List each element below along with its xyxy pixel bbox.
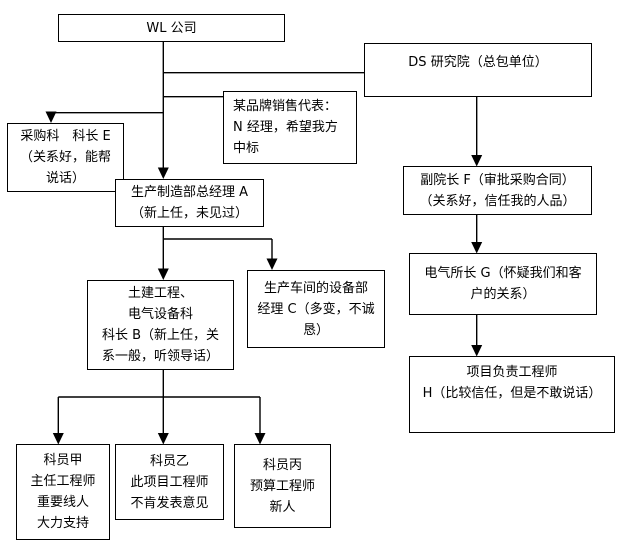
node-staff-jia-line: 大力支持 bbox=[36, 516, 89, 531]
node-production-gm-a-line: 生产制造部总经理 A bbox=[130, 185, 249, 200]
arrowhead-to-vice-f bbox=[471, 155, 483, 167]
arrowhead-to-manager-a bbox=[157, 167, 169, 179]
node-ds-institute-label: DS 研究院（总包单位） bbox=[408, 55, 548, 70]
node-staff-bing-line: 预算工程师 bbox=[249, 478, 315, 494]
node-brand-sales-rep: 某品牌销售代表： N 经理，希望我方 中标 bbox=[223, 91, 357, 164]
arrowhead-to-staff-jia bbox=[52, 433, 64, 445]
node-staff-yi-line: 不肯发表意见 bbox=[130, 495, 209, 511]
node-civil-electrical-chief-b-line: 电气设备科 bbox=[127, 307, 193, 322]
arrowhead-to-elec-g bbox=[471, 242, 483, 254]
node-staff-jia-line: 重要线人 bbox=[36, 495, 89, 510]
arrowhead-to-staff-bing bbox=[254, 433, 266, 445]
node-production-gm-a-line: （新上任，未见过） bbox=[130, 206, 248, 221]
node-vice-president-f-line: （关系好，信任我的人品） bbox=[419, 193, 576, 209]
node-brand-sales-rep-line: N 经理，希望我方 bbox=[233, 120, 338, 135]
node-civil-electrical-chief-b-line: 系一般，听领导话） bbox=[101, 349, 219, 364]
node-electrical-director-g-line: 户的关系） bbox=[470, 287, 536, 302]
node-workshop-equipment-mgr-c-line: 生产车间的设备部 bbox=[263, 280, 368, 296]
node-staff-jia-line: 科员甲 bbox=[43, 453, 83, 468]
node-procurement-chief-e-line: 采购科 科长 E bbox=[20, 129, 111, 144]
node-staff-bing: 科员丙 预算工程师 新人 bbox=[234, 444, 331, 528]
node-civil-electrical-chief-b-line: 土建工程、 bbox=[127, 286, 193, 301]
arrowhead-to-procurement bbox=[45, 111, 57, 123]
node-wl-company: WL 公司 bbox=[58, 14, 285, 42]
node-vice-president-f: 副院长 F（审批采购合同） （关系好，信任我的人品） bbox=[403, 166, 592, 215]
node-civil-electrical-chief-b-line: 科长 B（新上任，关 bbox=[101, 328, 220, 343]
node-project-engineer-h-line: H（比较信任，但是不敢说话） bbox=[422, 386, 602, 401]
arrowhead-to-civil bbox=[157, 268, 169, 280]
node-workshop-equipment-mgr-c-line: 恳） bbox=[302, 322, 329, 338]
node-electrical-director-g-line: 电气所长 G（怀疑我们和客 bbox=[424, 266, 582, 281]
arrowhead-to-workshop bbox=[266, 258, 278, 270]
node-staff-jia-line: 主任工程师 bbox=[30, 474, 96, 489]
node-electrical-director-g: 电气所长 G（怀疑我们和客 户的关系） bbox=[409, 253, 597, 315]
node-workshop-equipment-mgr-c: 生产车间的设备部 经理 C（多变，不诚 恳） bbox=[247, 270, 385, 348]
node-project-engineer-h: 项目负责工程师 H（比较信任，但是不敢说话） bbox=[409, 356, 615, 433]
node-vice-president-f-line: 副院长 F（审批采购合同） bbox=[420, 172, 575, 188]
node-staff-yi-line: 此项目工程师 bbox=[130, 474, 209, 490]
node-civil-electrical-chief-b: 土建工程、 电气设备科 科长 B（新上任，关 系一般，听领导话） bbox=[87, 280, 234, 370]
node-staff-yi: 科员乙 此项目工程师 不肯发表意见 bbox=[115, 444, 224, 520]
node-project-engineer-h-line: 项目负责工程师 bbox=[466, 365, 558, 380]
arrowhead-to-eng-h bbox=[471, 345, 483, 357]
node-ds-institute: DS 研究院（总包单位） bbox=[364, 43, 592, 97]
node-procurement-chief-e: 采购科 科长 E （关系好，能帮 说话） bbox=[7, 123, 124, 192]
node-procurement-chief-e-line: （关系好，能帮 bbox=[19, 150, 111, 165]
node-staff-yi-line: 科员乙 bbox=[149, 453, 189, 469]
node-brand-sales-rep-line: 中标 bbox=[233, 141, 260, 156]
node-staff-bing-line: 新人 bbox=[269, 499, 296, 515]
node-staff-bing-line: 科员丙 bbox=[262, 457, 302, 473]
node-staff-jia: 科员甲 主任工程师 重要线人 大力支持 bbox=[16, 444, 110, 540]
node-production-gm-a: 生产制造部总经理 A （新上任，未见过） bbox=[115, 179, 264, 227]
node-procurement-chief-e-line: 说话） bbox=[45, 171, 85, 186]
node-brand-sales-rep-line: 某品牌销售代表： bbox=[233, 99, 338, 114]
node-wl-company-label: WL 公司 bbox=[146, 20, 197, 36]
arrowhead-to-staff-yi bbox=[157, 433, 169, 445]
node-workshop-equipment-mgr-c-line: 经理 C（多变，不诚 bbox=[257, 301, 375, 317]
